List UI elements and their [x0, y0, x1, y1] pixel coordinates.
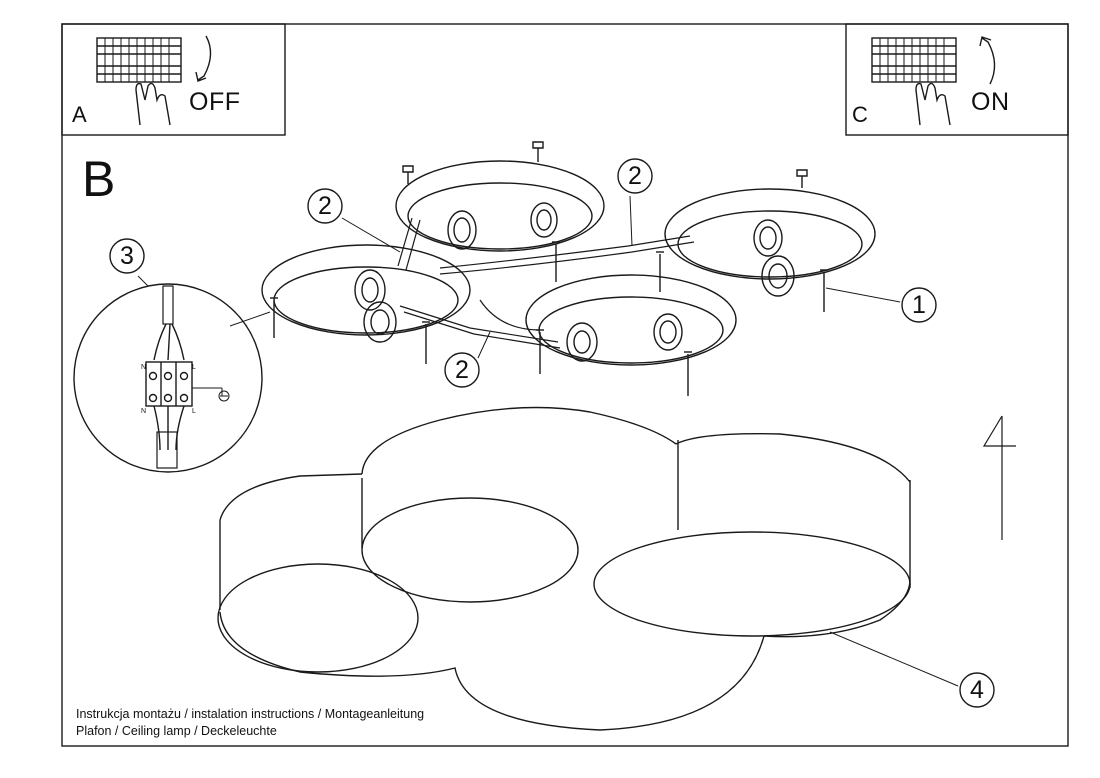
callout-number: 2	[455, 356, 469, 384]
live-mark: L	[192, 408, 196, 415]
panel-c-letter: C	[852, 102, 868, 127]
live-mark: L	[192, 364, 196, 371]
breaker-box-icon	[96, 37, 182, 83]
screw	[552, 241, 560, 282]
arrow-down-icon	[195, 35, 212, 82]
mounting-plate	[395, 160, 605, 252]
callout-circle	[444, 352, 480, 388]
bulb-socket	[363, 301, 397, 343]
screw	[796, 169, 808, 188]
neutral-mark: N	[141, 408, 147, 415]
screw	[532, 141, 544, 162]
screw	[820, 269, 828, 312]
callout-number: 1	[912, 291, 926, 319]
callout-circle	[307, 188, 343, 224]
footer-subtitle: Plafon / Ceiling lamp / Deckeleuchte	[76, 724, 277, 738]
bulb-socket	[753, 219, 783, 257]
screw	[536, 329, 544, 374]
hand-icon	[135, 82, 171, 126]
callout-circle	[617, 158, 653, 194]
mounting-plate	[664, 188, 876, 280]
hand-icon	[915, 82, 951, 126]
callout-circle	[109, 238, 145, 274]
callout-number: 4	[970, 676, 984, 704]
lamp-shades	[217, 406, 911, 731]
screw	[684, 351, 692, 396]
arrow-up-icon	[979, 36, 996, 85]
callout-number: 3	[120, 242, 134, 270]
up-direction-icon	[982, 415, 1016, 540]
screw	[402, 165, 414, 184]
leader-lines	[137, 195, 959, 687]
bulb-socket	[530, 202, 558, 238]
panel-a-frame	[61, 23, 286, 136]
bulb-socket	[566, 322, 598, 362]
mounting-plate	[525, 274, 737, 366]
bulb-socket	[653, 313, 683, 351]
callout-number: 2	[318, 192, 332, 220]
callout-circle	[959, 672, 995, 708]
mounting-plate	[261, 244, 471, 336]
on-label: ON	[971, 88, 1010, 116]
off-label: OFF	[189, 88, 241, 116]
screw	[270, 297, 278, 338]
callout-circle	[901, 287, 937, 323]
connecting-wires	[397, 217, 695, 349]
bulb-socket	[447, 210, 477, 250]
footer-title: Instrukcja montażu / instalation instruc…	[76, 707, 425, 721]
neutral-mark: N	[141, 364, 147, 371]
outer-frame	[61, 23, 1069, 747]
panel-c-frame	[845, 23, 1069, 136]
screw	[656, 251, 664, 292]
wiring-detail	[73, 283, 263, 473]
bulb-socket	[354, 269, 386, 311]
breaker-box-icon	[871, 37, 957, 83]
screw	[422, 321, 430, 364]
panel-a-letter: A	[72, 102, 87, 127]
bulb-socket	[761, 255, 795, 297]
panel-b-letter: B	[82, 151, 116, 207]
callout-number: 2	[628, 162, 642, 190]
